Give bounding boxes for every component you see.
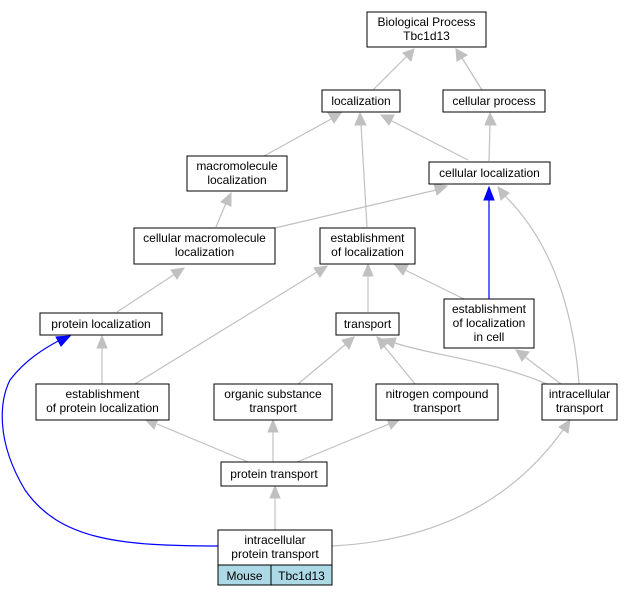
legend-gene-label: Tbc1d13 (278, 569, 325, 583)
node-intracellular-protein-transport[interactable]: intracellular protein transport (217, 529, 333, 566)
node-label: establishment (330, 231, 405, 245)
edge-arrow-icon (96, 334, 108, 349)
edge-arrow-icon (497, 186, 510, 201)
node-establishment-of-localization-in-cell[interactable]: establishment of localization in cell (443, 298, 535, 349)
edge-arrow-icon (393, 264, 409, 276)
edge-arrow-icon (220, 191, 232, 207)
node-label: protein localization (51, 317, 150, 331)
edge-arrow-icon (433, 183, 449, 196)
node-label: transport (249, 401, 297, 415)
node-label: transport (556, 401, 604, 415)
edge-arrow-icon (558, 418, 571, 434)
node-protein-localization[interactable]: protein localization (39, 312, 163, 336)
nodes: Biological Process Tbc1d13 localization … (35, 11, 618, 586)
node-label: intracellular (244, 533, 305, 547)
edge-cellular-localization-to-localization (389, 119, 469, 161)
node-label: establishment (452, 302, 527, 316)
node-label: macromolecule (196, 159, 278, 173)
edge-intracellular-transport-to-cellular-localization (504, 195, 580, 385)
node-label: protein transport (231, 547, 319, 561)
legend-table: Mouse Tbc1d13 (217, 564, 333, 586)
edge-arrow-icon (170, 267, 186, 280)
edge-intracellular-protein-transport-to-protein-localization (1, 339, 219, 547)
edge-protein-transport-to-nitrogen-compound-transport (296, 423, 390, 463)
node-establishment-of-protein-localization[interactable]: establishment of protein localization (35, 383, 170, 421)
edge-intracellular-transport-to-establishment-in-cell (524, 356, 562, 385)
node-protein-transport[interactable]: protein transport (220, 461, 328, 487)
edge-localization-to-biological-process (372, 54, 409, 91)
edge-arrow-icon (362, 262, 374, 277)
edge-cellular-macromolecule-localization-to-cellular-localization (274, 189, 437, 229)
node-cellular-process[interactable]: cellular process (442, 89, 546, 113)
edge-arrow-icon (55, 335, 72, 347)
edge-arrow-icon (484, 111, 497, 126)
node-intracellular-transport[interactable]: intracellular transport (541, 383, 618, 421)
node-label: of protein localization (46, 401, 159, 415)
edge-organic-substance-transport-to-transport (297, 343, 347, 385)
edge-arrow-icon (455, 48, 469, 62)
edge-cellular-process-to-biological-process (461, 57, 483, 91)
node-label: transport (344, 317, 392, 331)
node-organic-substance-transport[interactable]: organic substance transport (213, 383, 333, 421)
legend-species-label: Mouse (226, 569, 262, 583)
node-label: transport (413, 401, 461, 415)
node-label: establishment (65, 387, 140, 401)
node-label: nitrogen compound (386, 387, 489, 401)
edge-cellular-macromolecule-localization-to-macromolecule-localization (215, 202, 227, 228)
node-label: cellular macromolecule (143, 231, 266, 245)
edge-nitrogen-compound-transport-to-transport (383, 345, 416, 385)
node-label: localization (175, 245, 234, 259)
edge-establishment-of-localization-to-localization (360, 123, 368, 228)
edge-arrow-icon (327, 112, 342, 124)
node-label: protein transport (230, 467, 318, 481)
edge-arrow-icon (515, 349, 530, 362)
node-biological-process[interactable]: Biological Process Tbc1d13 (366, 11, 487, 48)
node-label: intracellular (549, 387, 610, 401)
edge-protein-transport-to-establishment-of-protein-localization (156, 423, 249, 463)
node-label: cellular process (452, 94, 535, 108)
edge-establishment-in-cell-to-establishment-of-localization (404, 269, 465, 300)
edge-arrow-icon (483, 185, 495, 201)
node-label: cellular localization (439, 166, 540, 180)
edge-protein-localization-to-cellular-macromolecule-localization (116, 273, 176, 313)
node-label: organic substance (224, 387, 322, 401)
node-cellular-localization[interactable]: cellular localization (428, 161, 551, 185)
edge-arrow-icon (313, 265, 329, 278)
edge-arrow-icon (269, 484, 281, 499)
node-nitrogen-compound-transport[interactable]: nitrogen compound transport (375, 383, 499, 421)
node-label: in cell (474, 330, 505, 344)
node-macromolecule-localization[interactable]: macromolecule localization (186, 155, 288, 192)
edge-arrow-icon (379, 114, 395, 126)
node-label: of localization (453, 316, 526, 330)
edge-arrow-icon (381, 337, 397, 349)
edges (96, 48, 580, 547)
node-transport[interactable]: transport (335, 312, 400, 336)
edge-arrow-icon (267, 418, 279, 433)
edge-intracellular-protein-transport-to-intracellular-transport (331, 429, 564, 547)
edge-establishment-of-protein-localization-to-establishment-of-localization (134, 271, 318, 385)
node-establishment-of-localization[interactable]: establishment of localization (319, 227, 416, 265)
edge-macromolecule-localization-to-localization (263, 117, 334, 157)
node-cellular-macromolecule-localization[interactable]: cellular macromolecule localization (133, 227, 276, 265)
node-label: Biological Process (377, 15, 475, 29)
node-label: Tbc1d13 (403, 29, 450, 43)
edge-arrow-icon (402, 48, 415, 62)
node-label: localization (331, 94, 390, 108)
legend-gene-cell (270, 564, 333, 586)
edge-arrow-icon (354, 111, 367, 126)
edge-cellular-localization-to-cellular-process (488, 123, 491, 162)
node-label: of localization (331, 245, 404, 259)
edge-intracellular-transport-to-transport (394, 342, 548, 385)
highlighted-edges (1, 185, 495, 547)
node-label: localization (207, 173, 266, 187)
edge-arrow-icon (341, 336, 355, 350)
node-localization[interactable]: localization (321, 89, 401, 113)
